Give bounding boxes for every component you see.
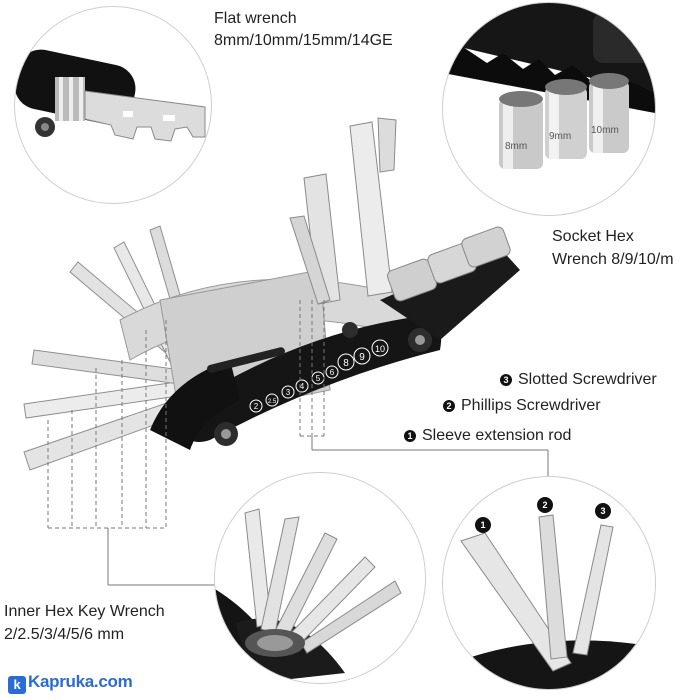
size-mark-2-5: 2.5: [268, 399, 277, 405]
kapruka-logo-icon: k: [8, 676, 26, 694]
inner-hex-line2: 2/2.5/3/4/5/6 mm: [4, 626, 125, 643]
size-mark-3: 3: [286, 388, 291, 397]
socket-label-10: 10mm: [591, 125, 619, 136]
socket-label-9: 9mm: [549, 131, 571, 142]
badge-2: 2: [443, 400, 455, 412]
socket-10: 10mm: [589, 73, 629, 153]
socket-hex-line1: Socket Hex: [552, 228, 634, 245]
kapruka-watermark-text: Kapruka.com: [28, 672, 133, 691]
size-mark-9: 9: [359, 352, 365, 363]
flat-wrench-sizes: 8mm/10mm/15mm/14GE: [214, 32, 393, 49]
sleeve-extension-rod-text: Sleeve extension rod: [422, 427, 572, 444]
socket-label-8: 8mm: [505, 141, 527, 152]
closeup-badge-2: 2: [542, 500, 547, 510]
slotted-screwdriver-text: Slotted Screwdriver: [518, 371, 657, 388]
size-mark-6: 6: [330, 368, 335, 377]
size-mark-2: 2: [254, 402, 259, 411]
socket-9: 9mm: [545, 79, 587, 159]
size-mark-4: 4: [300, 382, 305, 391]
label-slotted-screwdriver: 3 Slotted Screwdriver: [500, 369, 657, 391]
label-phillips-screwdriver: 2 Phillips Screwdriver: [443, 395, 601, 417]
size-mark-8: 8: [343, 358, 349, 369]
phillips-screwdriver-text: Phillips Screwdriver: [461, 397, 601, 414]
socket-hex-line2: Wrench 8/9/10/m: [552, 251, 674, 268]
hex-keys-closeup: [214, 472, 426, 684]
badge-1: 1: [404, 430, 416, 442]
badge-3: 3: [500, 374, 512, 386]
socket-closeup: 8mm 9mm 10mm: [442, 2, 656, 216]
closeup-badge-3: 3: [600, 506, 605, 516]
flat-wrench-title: Flat wrench: [214, 10, 297, 27]
screwdrivers-closeup: 1 2 3: [442, 476, 656, 690]
inner-hex-line1: Inner Hex Key Wrench: [4, 603, 165, 620]
closeup-badge-1: 1: [480, 520, 485, 530]
label-sleeve-extension-rod: 1 Sleeve extension rod: [404, 425, 571, 447]
tool-size-markings: 2 2.5 3 4 5 6 8 9 10: [249, 339, 389, 413]
size-mark-5: 5: [316, 374, 321, 383]
size-mark-10: 10: [375, 344, 385, 354]
socket-8: 8mm: [499, 91, 543, 169]
flat-wrench-closeup: [14, 6, 212, 204]
